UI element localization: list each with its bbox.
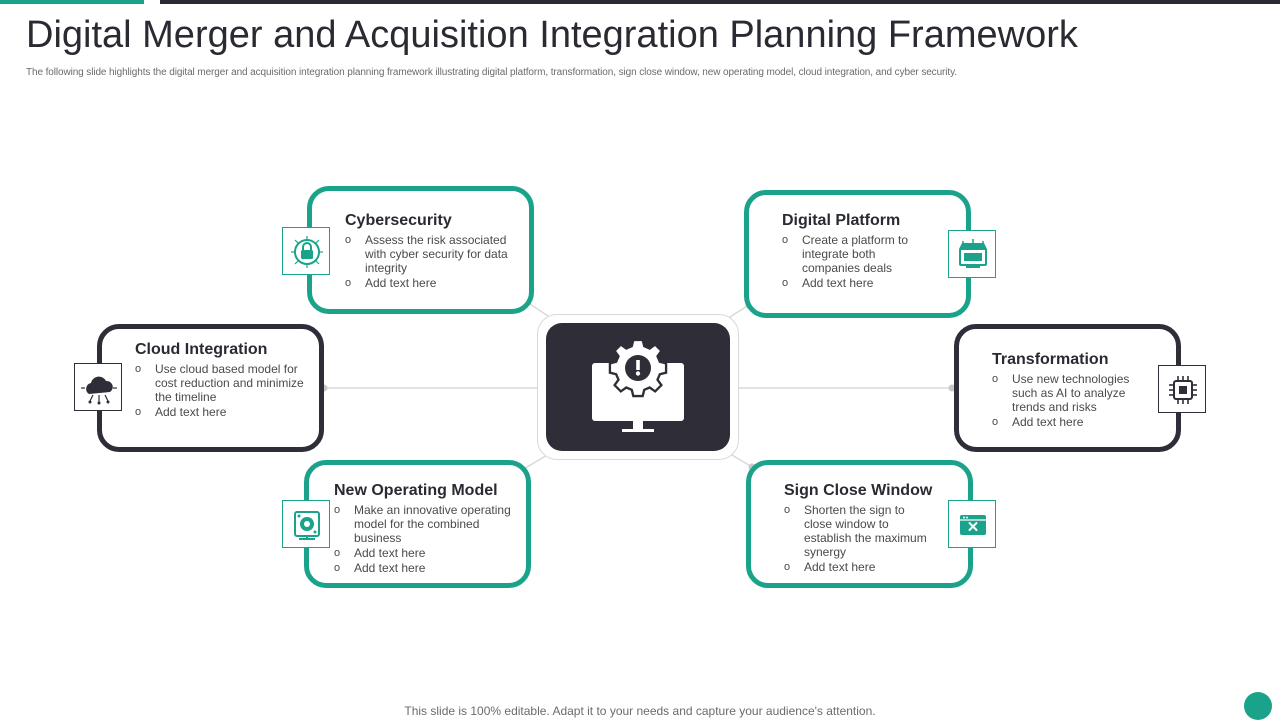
top-accent-dark <box>160 0 1280 4</box>
cybersecurity-icon-tile <box>282 227 330 275</box>
transformation-list: Use new technologies such as AI to analy… <box>992 372 1137 430</box>
cloud-integration-list: Use cloud based model for cost reduction… <box>135 362 315 420</box>
list-item: Add text here <box>345 276 513 290</box>
sign-close-window-title: Sign Close Window <box>784 482 933 499</box>
lock-shield-icon <box>291 236 323 268</box>
digital-platform-icon-tile <box>948 230 996 278</box>
new-operating-model-icon-tile <box>282 500 330 548</box>
cybersecurity-list: Assess the risk associated with cyber se… <box>345 233 513 291</box>
list-item: Shorten the sign to close window to esta… <box>784 503 936 559</box>
monitor-gear-alert-icon <box>592 338 684 432</box>
connector-operating-model <box>521 453 550 471</box>
cloud-network-icon <box>81 376 117 405</box>
list-item: Assess the risk associated with cyber se… <box>345 233 513 275</box>
cloud-integration-icon-tile <box>74 363 122 411</box>
list-item: Add text here <box>992 415 1137 429</box>
transformation-title: Transformation <box>992 351 1109 368</box>
digital-platform-list: Create a platform to integrate both comp… <box>782 233 932 291</box>
slide-title: Digital Merger and Acquisition Integrati… <box>26 14 1078 56</box>
slide-subtitle: The following slide highlights the digit… <box>26 67 957 78</box>
operating-model-icon <box>294 511 320 540</box>
list-item: Add text here <box>782 276 932 290</box>
new-operating-model-title: New Operating Model <box>334 482 498 499</box>
cloud-integration-title: Cloud Integration <box>135 341 268 358</box>
top-accent-teal <box>0 0 144 4</box>
digital-platform-card: Digital Platform Create a platform to in… <box>744 190 971 318</box>
center-hub <box>546 323 730 451</box>
sign-close-window-list: Shorten the sign to close window to esta… <box>784 503 936 575</box>
new-operating-model-list: Make an innovative operating model for t… <box>334 503 519 576</box>
list-item: Add text here <box>784 560 936 574</box>
cloud-integration-card: Cloud Integration Use cloud based model … <box>97 324 324 452</box>
close-window-icon <box>960 515 986 535</box>
list-item: Add text here <box>135 405 315 419</box>
list-item: Make an innovative operating model for t… <box>334 503 519 545</box>
list-item: Add text here <box>334 561 519 575</box>
platform-store-icon <box>959 239 987 268</box>
cybersecurity-title: Cybersecurity <box>345 212 452 229</box>
list-item: Use new technologies such as AI to analy… <box>992 372 1137 414</box>
corner-badge <box>1244 692 1272 720</box>
transformation-card: Transformation Use new technologies such… <box>954 324 1181 452</box>
sign-close-window-card: Sign Close Window Shorten the sign to cl… <box>746 460 973 588</box>
digital-platform-title: Digital Platform <box>782 212 901 229</box>
sign-close-window-icon-tile <box>948 500 996 548</box>
new-operating-model-card: New Operating Model Make an innovative o… <box>304 460 531 588</box>
list-item: Create a platform to integrate both comp… <box>782 233 932 275</box>
cybersecurity-card: Cybersecurity Assess the risk associated… <box>307 186 534 314</box>
chip-icon <box>1169 376 1197 404</box>
list-item: Use cloud based model for cost reduction… <box>135 362 315 404</box>
list-item: Add text here <box>334 546 519 560</box>
transformation-icon-tile <box>1158 365 1206 413</box>
footer-note: This slide is 100% editable. Adapt it to… <box>404 704 876 718</box>
